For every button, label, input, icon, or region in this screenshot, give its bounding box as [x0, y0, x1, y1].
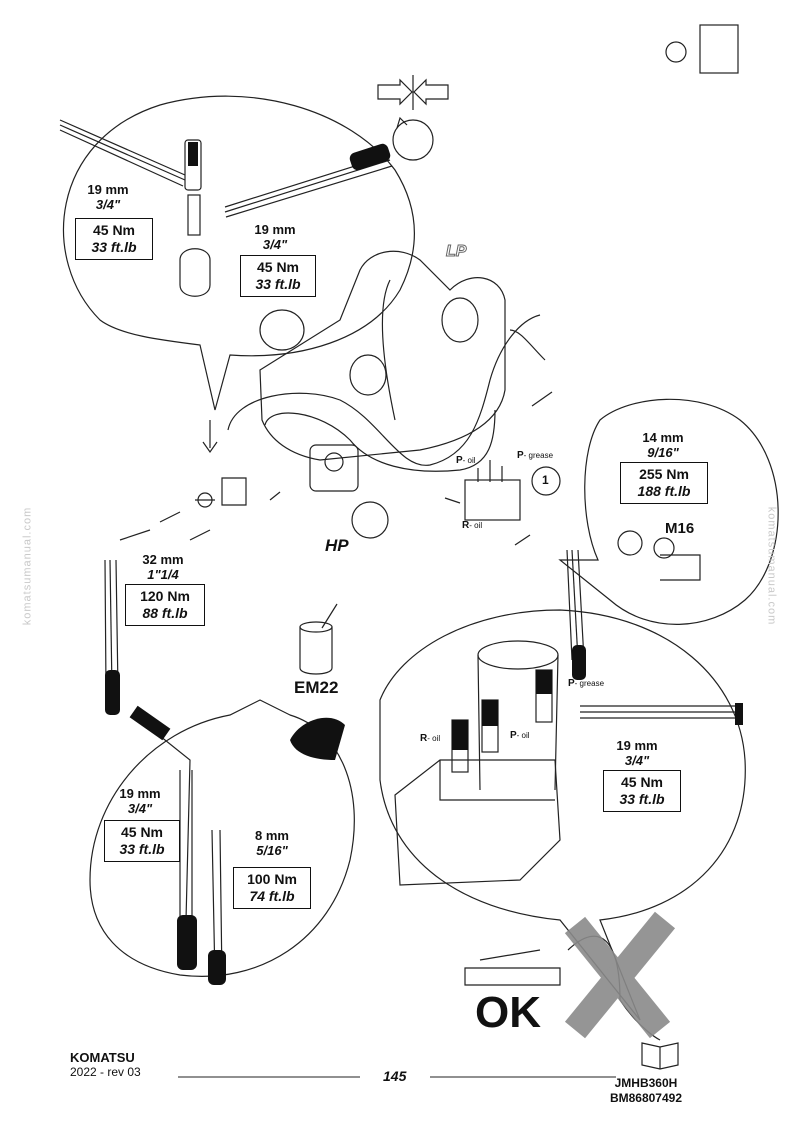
not-allowed-x — [564, 911, 676, 1039]
grease-gun — [464, 967, 561, 986]
watermark-right: komatsumanual.com — [765, 506, 778, 626]
label-hp: HP — [325, 536, 349, 555]
label-r-oil-2: R- oil — [420, 733, 441, 744]
detail-circle-lower-right — [379, 609, 746, 1021]
footer-brand-block: KOMATSU 2022 - rev 03 — [70, 1050, 141, 1079]
manual-book-icon — [641, 1042, 679, 1070]
tightening-symbol — [377, 78, 449, 106]
detail-circle-top-left — [62, 95, 415, 411]
torque-wrench-right — [571, 549, 579, 661]
footer-brand: KOMATSU — [70, 1050, 135, 1065]
grease-tin — [299, 627, 333, 675]
valve-block-icon — [699, 24, 739, 74]
label-p-oil-2: P- oil — [510, 730, 530, 741]
label-m16: M16 — [665, 520, 695, 537]
torque-wrench-top-left — [59, 124, 186, 181]
footer-doc-code: JMHB360H BM86807492 — [610, 1076, 682, 1106]
document-code: BM86807492 — [609, 1091, 682, 1105]
distribution-block — [394, 759, 561, 886]
label-ok: OK — [475, 988, 541, 1037]
watermark-left: komatsumanual.com — [21, 506, 34, 626]
label-p-oil-1: P- oil — [456, 455, 476, 466]
torque-wrench-left — [109, 559, 113, 691]
label-lp: LP — [445, 243, 467, 261]
label-p-grease-1: P- grease — [517, 450, 554, 461]
grease-symbol-icon — [665, 41, 687, 63]
footer-revision: 2022 - rev 03 — [70, 1065, 141, 1079]
label-em22: EM22 — [294, 678, 339, 697]
label-r-oil-1: R- oil — [462, 520, 483, 531]
page-number: 145 — [383, 1068, 407, 1084]
label-p-grease-2: P- grease — [568, 678, 605, 689]
callout-number-1: 1 — [542, 473, 549, 487]
detail-circle-right — [558, 398, 779, 625]
model-code: JMHB360H — [614, 1076, 678, 1090]
detail-circle-lower-left — [89, 699, 355, 977]
